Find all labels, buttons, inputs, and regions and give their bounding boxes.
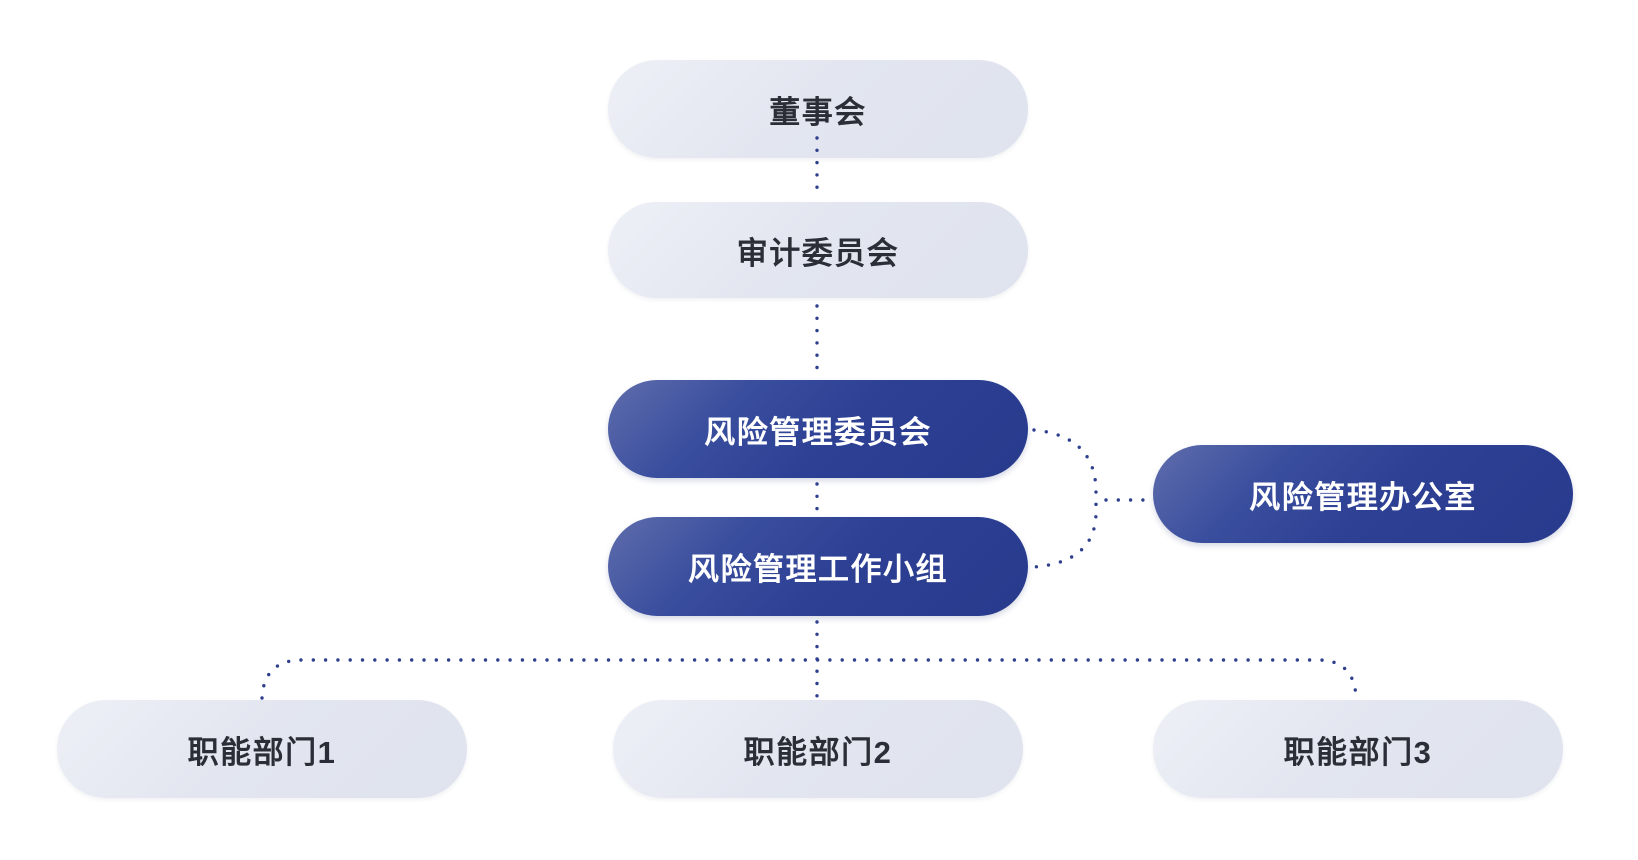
node-risk-management-committee-label: 风险管理委员会 <box>704 414 932 450</box>
node-risk-management-committee: 风险管理委员会 <box>608 380 1028 478</box>
node-functional-dept-2-label: 职能部门2 <box>743 734 893 770</box>
connector-trunk-depts <box>260 658 1358 700</box>
node-board: 董事会 <box>608 60 1028 158</box>
node-board-label: 董事会 <box>769 94 867 130</box>
node-risk-management-office: 风险管理办公室 <box>1153 445 1573 543</box>
node-risk-management-workgroup-label: 风险管理工作小组 <box>688 552 948 587</box>
connector-bracket-office <box>1032 428 1098 569</box>
node-audit-committee: 审计委员会 <box>608 202 1028 298</box>
node-risk-management-office-label: 风险管理办公室 <box>1249 479 1477 515</box>
node-functional-dept-3: 职能部门3 <box>1153 700 1563 798</box>
node-functional-dept-1: 职能部门1 <box>57 700 467 798</box>
node-risk-management-workgroup: 风险管理工作小组 <box>608 517 1028 616</box>
node-audit-committee-label: 审计委员会 <box>736 235 900 271</box>
node-functional-dept-1-label: 职能部门1 <box>187 734 337 770</box>
node-functional-dept-3-label: 职能部门3 <box>1283 734 1433 770</box>
node-functional-dept-2: 职能部门2 <box>613 700 1023 798</box>
